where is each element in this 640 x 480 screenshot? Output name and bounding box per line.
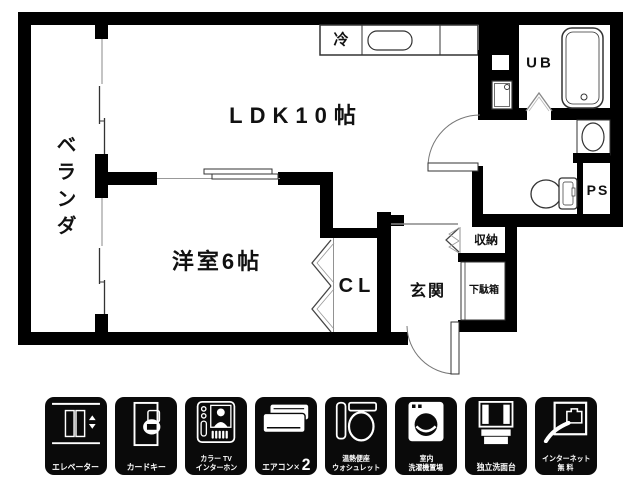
card-key-icon bbox=[133, 401, 161, 447]
interphone-icon bbox=[196, 401, 236, 443]
hall-walls bbox=[472, 166, 483, 222]
feature-label: 無 料 bbox=[558, 463, 574, 472]
room-label-veranda: ベランダ bbox=[53, 134, 75, 242]
room-label-unit-bath: UB bbox=[526, 54, 554, 72]
feature-label: カラー TV bbox=[200, 454, 232, 463]
room-label-refrigerator: 冷 bbox=[333, 31, 349, 49]
feature-icons-row: エレベーター カードキー bbox=[45, 397, 597, 475]
room-label-western-room: 洋室6帖 bbox=[171, 249, 263, 274]
feature-label: カードキー bbox=[126, 461, 166, 472]
storage-bifold-door bbox=[445, 227, 460, 254]
feature-count: 2 bbox=[301, 454, 311, 474]
feature-label: 温熱便座 bbox=[342, 454, 370, 463]
feature-label: インターネット bbox=[541, 454, 591, 463]
feature-label: 独立洗面台 bbox=[476, 461, 516, 472]
room-label-ldk: LDK10帖 bbox=[229, 103, 363, 128]
feature-card-key: カードキー bbox=[115, 397, 177, 475]
feature-elevator: エレベーター bbox=[45, 397, 107, 475]
elevator-icon bbox=[52, 402, 100, 445]
pipe-space-wall bbox=[577, 161, 583, 216]
closet-bifold-door bbox=[311, 239, 335, 333]
feature-label: 洗濯機置場 bbox=[408, 463, 444, 472]
floor-plan-drawing bbox=[18, 12, 623, 375]
service-core-walls bbox=[478, 20, 610, 120]
internet-icon bbox=[543, 401, 588, 443]
room-label-pipe-space: PS bbox=[586, 182, 610, 198]
bathtub bbox=[561, 27, 604, 109]
vanity-icon bbox=[478, 401, 514, 445]
unit-bath-door bbox=[525, 91, 553, 112]
interior-doors bbox=[391, 114, 481, 375]
veranda-wall-windows bbox=[95, 25, 108, 332]
feature-color-tv-interphone: カラー TV インターホン bbox=[185, 397, 247, 475]
closet-walls bbox=[311, 212, 404, 333]
washing-machine-pan bbox=[491, 80, 513, 110]
feature-label: ウォシュレット bbox=[331, 463, 381, 472]
hall-door-leaf bbox=[427, 162, 479, 172]
room-divider-wall bbox=[95, 168, 333, 238]
washing-machine-icon bbox=[408, 401, 444, 442]
outer-walls bbox=[18, 12, 623, 345]
toilet bbox=[530, 177, 578, 210]
feature-aircon: エアコン✕2 bbox=[255, 397, 317, 475]
storage-closet bbox=[445, 227, 507, 262]
entrance-door-leaf bbox=[450, 321, 460, 375]
feature-free-internet: インターネット 無 料 bbox=[535, 397, 597, 475]
room-label-storage: 収納 bbox=[473, 233, 499, 247]
feature-heated-seat-washlet: 温熱便座 ウォシュレット bbox=[325, 397, 387, 475]
feature-independent-vanity: 独立洗面台 bbox=[465, 397, 527, 475]
washlet-toilet-icon bbox=[335, 401, 377, 442]
vanity-basin bbox=[573, 119, 611, 163]
kitchen-counter bbox=[319, 24, 479, 56]
feature-label: 室内 bbox=[419, 454, 433, 463]
feature-indoor-laundry: 室内 洗濯機置場 bbox=[395, 397, 457, 475]
room-label-entrance: 玄関 bbox=[409, 283, 447, 300]
air-conditioner-icon bbox=[262, 403, 310, 434]
shoe-box-outline bbox=[460, 261, 506, 321]
feature-label: エレベーター bbox=[52, 461, 100, 472]
feature-label: エアコン✕ bbox=[261, 461, 300, 472]
room-label-shoe-box: 下駄箱 bbox=[469, 285, 499, 296]
kitchen-sink bbox=[367, 30, 413, 51]
room-label-closet: CL bbox=[338, 275, 376, 297]
feature-label: インターホン bbox=[195, 463, 237, 472]
